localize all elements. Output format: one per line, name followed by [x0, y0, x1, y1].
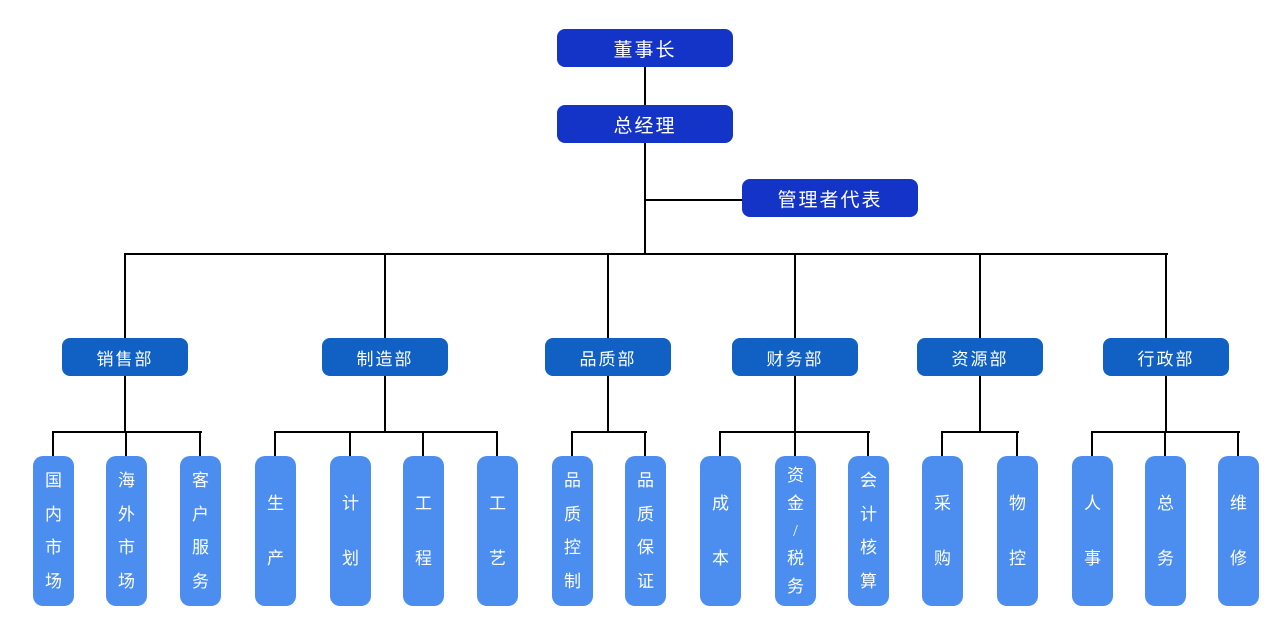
leaf-label: 客户服务	[192, 471, 209, 591]
connector-line	[124, 255, 126, 338]
connector-line	[1165, 376, 1167, 433]
leaf-node-process: 工艺	[477, 456, 518, 606]
dept-node-manufacturing: 制造部	[322, 338, 448, 376]
connector-line	[794, 376, 796, 433]
leaf-node-quality-assurance: 品质保证	[625, 456, 666, 606]
connector-line	[124, 376, 126, 433]
leaf-label: 计划	[342, 493, 359, 569]
leaf-label: 品质控制	[564, 471, 581, 591]
leaf-node-quality-control: 品质控制	[552, 456, 593, 606]
leaf-label: 采购	[934, 493, 951, 569]
connector-line	[274, 431, 498, 433]
leaf-label: 成本	[712, 493, 729, 569]
connector-line	[124, 253, 1168, 255]
leaf-label: 生产	[267, 493, 284, 569]
leaf-label: 维修	[1230, 493, 1247, 569]
org-node-management-rep: 管理者代表	[742, 179, 918, 217]
connector-line	[52, 433, 54, 456]
connector-line	[384, 255, 386, 338]
leaf-node-planning: 计划	[330, 456, 371, 606]
leaf-node-customer-service: 客户服务	[180, 456, 221, 606]
connector-line	[867, 433, 869, 456]
connector-line	[349, 433, 351, 456]
leaf-label: 会计核算	[860, 471, 877, 591]
connector-line	[645, 199, 742, 201]
connector-line	[422, 433, 424, 456]
connector-line	[794, 255, 796, 338]
leaf-label: 品质保证	[637, 471, 654, 591]
connector-line	[1091, 433, 1093, 456]
connector-line	[644, 433, 646, 456]
connector-line	[719, 433, 721, 456]
org-node-general-manager: 总经理	[557, 105, 733, 143]
leaf-node-overseas-market: 海外市场	[106, 456, 147, 606]
connector-line	[607, 255, 609, 338]
leaf-node-domestic-market: 国内市场	[33, 456, 74, 606]
leaf-label: 海外市场	[118, 471, 135, 591]
leaf-label: 资金/税务	[787, 465, 804, 597]
dept-node-sales: 销售部	[62, 338, 188, 376]
org-node-chairman: 董事长	[557, 29, 733, 67]
leaf-node-general-affairs: 总务	[1145, 456, 1186, 606]
connector-line	[384, 376, 386, 433]
leaf-node-personnel: 人事	[1072, 456, 1113, 606]
connector-line	[1165, 255, 1167, 338]
dept-node-finance: 财务部	[732, 338, 858, 376]
connector-line	[52, 431, 202, 433]
connector-line	[274, 433, 276, 456]
leaf-node-material-control: 物控	[997, 456, 1038, 606]
leaf-label: 总务	[1157, 493, 1174, 569]
connector-line	[719, 431, 870, 433]
leaf-label: 工程	[415, 493, 432, 569]
connector-line	[607, 376, 609, 433]
connector-line	[794, 433, 796, 456]
leaf-node-maintenance: 维修	[1218, 456, 1259, 606]
dept-node-quality: 品质部	[545, 338, 671, 376]
connector-line	[1091, 431, 1240, 433]
connector-line	[979, 376, 981, 433]
leaf-label: 人事	[1084, 493, 1101, 569]
connector-line	[1237, 433, 1239, 456]
connector-line	[571, 431, 647, 433]
leaf-node-engineering: 工程	[403, 456, 444, 606]
connector-line	[644, 67, 646, 105]
connector-line	[979, 255, 981, 338]
connector-line	[941, 431, 1019, 433]
connector-line	[496, 433, 498, 456]
leaf-node-purchasing: 采购	[922, 456, 963, 606]
leaf-node-production: 生产	[255, 456, 296, 606]
connector-line	[941, 433, 943, 456]
dept-node-resources: 资源部	[917, 338, 1043, 376]
connector-line	[125, 433, 127, 456]
dept-node-admin: 行政部	[1103, 338, 1229, 376]
leaf-label: 工艺	[489, 493, 506, 569]
leaf-node-funds-tax: 资金/税务	[775, 456, 816, 606]
leaf-node-accounting: 会计核算	[848, 456, 889, 606]
leaf-label: 物控	[1009, 493, 1026, 569]
leaf-label: 国内市场	[45, 471, 62, 591]
connector-line	[1016, 433, 1018, 456]
connector-line	[199, 433, 201, 456]
leaf-node-cost: 成本	[700, 456, 741, 606]
connector-line	[571, 433, 573, 456]
connector-line	[1164, 433, 1166, 456]
